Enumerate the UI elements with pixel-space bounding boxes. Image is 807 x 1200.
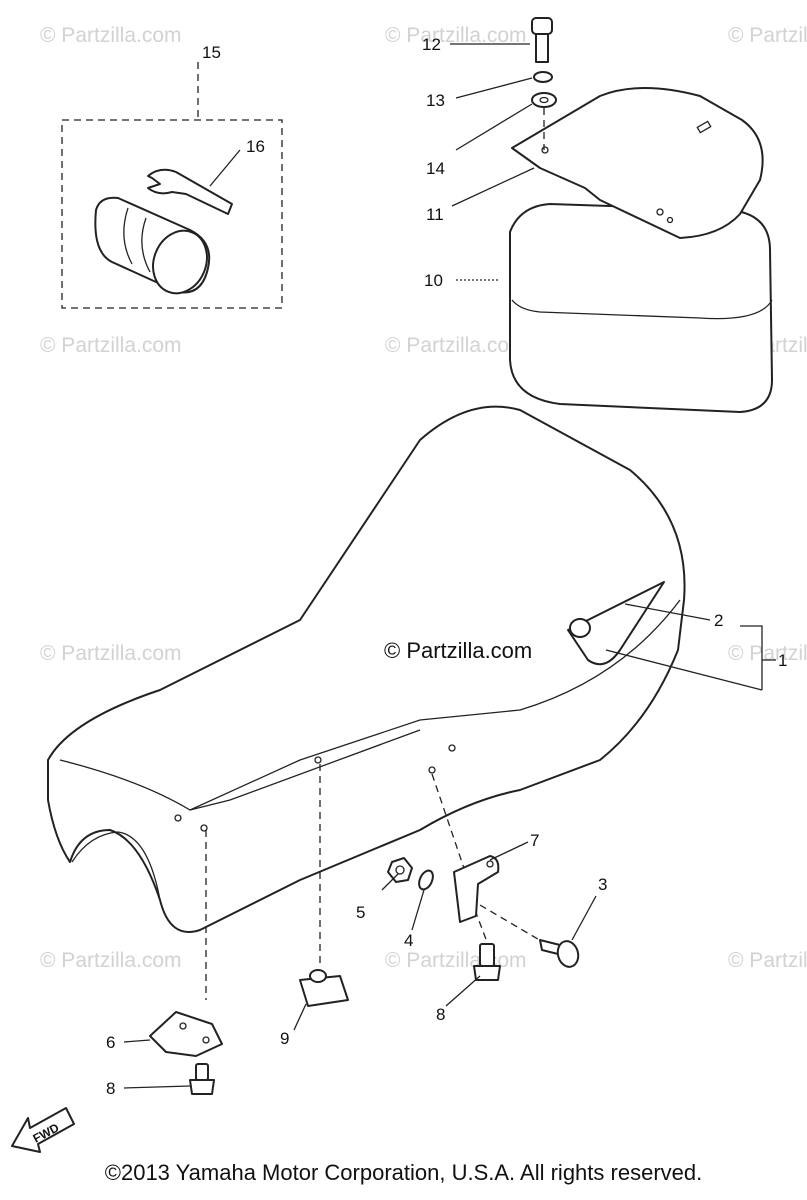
watermark: © Partzilla.com bbox=[728, 642, 807, 665]
watermark: © Partzilla.com bbox=[40, 642, 182, 665]
callout-8-left: 8 bbox=[106, 1079, 115, 1098]
callout-13: 13 bbox=[426, 91, 445, 110]
callout-4: 4 bbox=[404, 931, 413, 950]
seat bbox=[47, 405, 686, 933]
watermark: © Partzilla.com bbox=[40, 334, 182, 357]
watermark: © Partzilla.com bbox=[40, 24, 182, 47]
watermark: © Partzilla.com bbox=[385, 334, 527, 357]
watermark: © Partzilla.com bbox=[385, 949, 527, 972]
callout-2: 2 bbox=[714, 611, 723, 630]
callout-10: 10 bbox=[424, 271, 443, 290]
callout-7: 7 bbox=[530, 831, 539, 850]
copyright-notice: ©2013 Yamaha Motor Corporation, U.S.A. A… bbox=[104, 1160, 703, 1185]
callout-6: 6 bbox=[106, 1033, 115, 1052]
battery-box-group bbox=[509, 17, 773, 413]
callout-8-right: 8 bbox=[436, 1005, 445, 1024]
tool-kit-group bbox=[61, 62, 283, 309]
leader-lines bbox=[123, 43, 776, 1089]
center-watermark: © Partzilla.com bbox=[384, 638, 532, 663]
watermark: © Partzilla.com bbox=[385, 24, 527, 47]
watermark: © Partzilla.com bbox=[40, 949, 182, 972]
callout-9: 9 bbox=[280, 1029, 289, 1048]
callout-16: 16 bbox=[246, 137, 265, 156]
watermark: © Partzilla.com bbox=[728, 24, 807, 47]
watermark: © Partzilla.com bbox=[728, 949, 807, 972]
callout-15: 15 bbox=[202, 43, 221, 62]
callout-labels: 15 16 12 13 14 11 10 2 1 7 3 5 4 8 9 6 8 bbox=[106, 35, 787, 1098]
callout-3: 3 bbox=[598, 875, 607, 894]
hardware-parts: FWD bbox=[11, 855, 580, 1153]
callout-12: 12 bbox=[422, 35, 441, 54]
assembly-lines bbox=[205, 764, 549, 1000]
callout-11: 11 bbox=[426, 205, 444, 224]
callout-5: 5 bbox=[356, 903, 365, 922]
callout-1: 1 bbox=[778, 651, 787, 670]
callout-14: 14 bbox=[426, 159, 445, 178]
